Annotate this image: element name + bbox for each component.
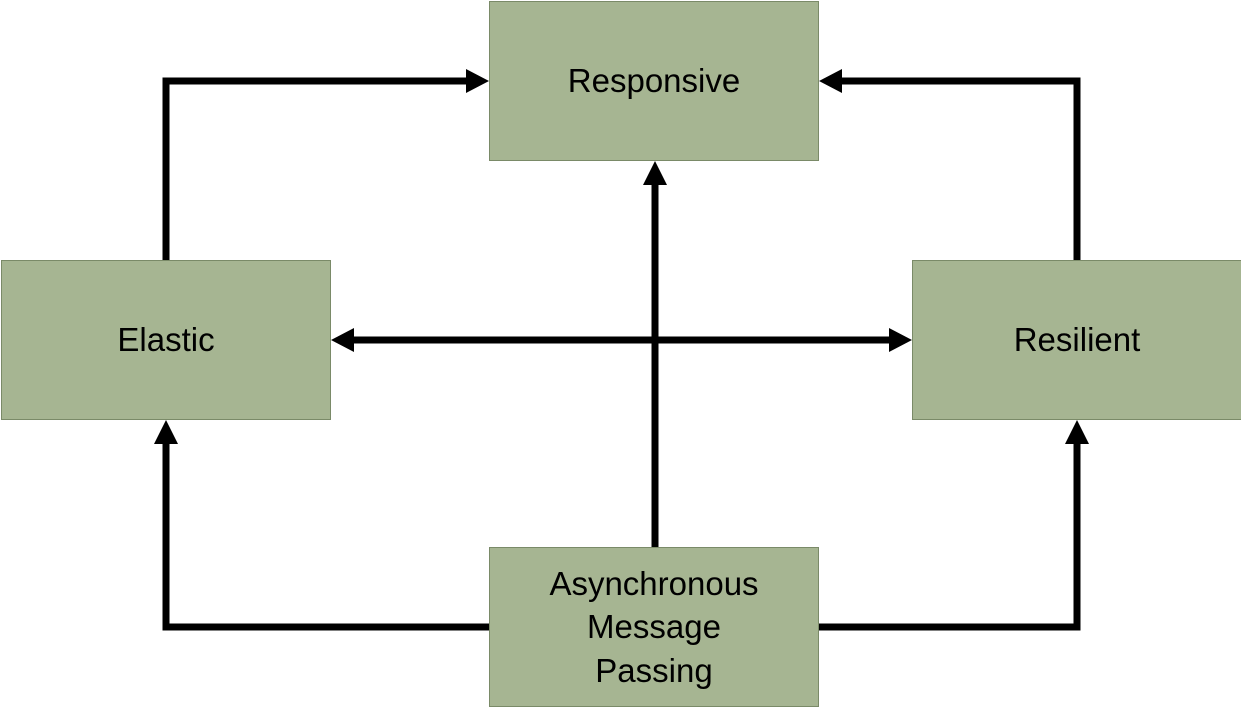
arrowhead-resilient-to-responsive	[819, 69, 842, 93]
node-responsive-label: Responsive	[567, 62, 741, 100]
node-elastic: Elastic	[1, 260, 331, 420]
node-async-message-passing: Asynchronous Message Passing	[489, 547, 819, 707]
edge-async-to-elastic	[162, 442, 489, 631]
arrowhead-toward-elastic	[331, 328, 354, 352]
node-resilient: Resilient	[912, 260, 1241, 420]
node-resilient-label: Resilient	[1013, 321, 1141, 359]
arrowhead-async-to-responsive	[643, 161, 667, 185]
edge-resilient-to-responsive	[840, 77, 1081, 260]
arrowhead-toward-resilient	[889, 328, 912, 352]
arrowhead-async-to-resilient	[1065, 420, 1089, 444]
node-async-label-line-1: Asynchronous	[549, 564, 759, 602]
arrowhead-elastic-to-responsive	[466, 69, 489, 93]
node-async-label-line-3: Passing	[595, 651, 713, 689]
edge-async-to-resilient	[819, 442, 1081, 631]
node-responsive: Responsive	[489, 1, 819, 161]
edge-elastic-to-responsive	[162, 77, 468, 260]
node-elastic-label: Elastic	[117, 321, 215, 359]
node-async-label-line-2: Message	[587, 608, 721, 646]
arrowhead-async-to-elastic	[154, 420, 178, 444]
